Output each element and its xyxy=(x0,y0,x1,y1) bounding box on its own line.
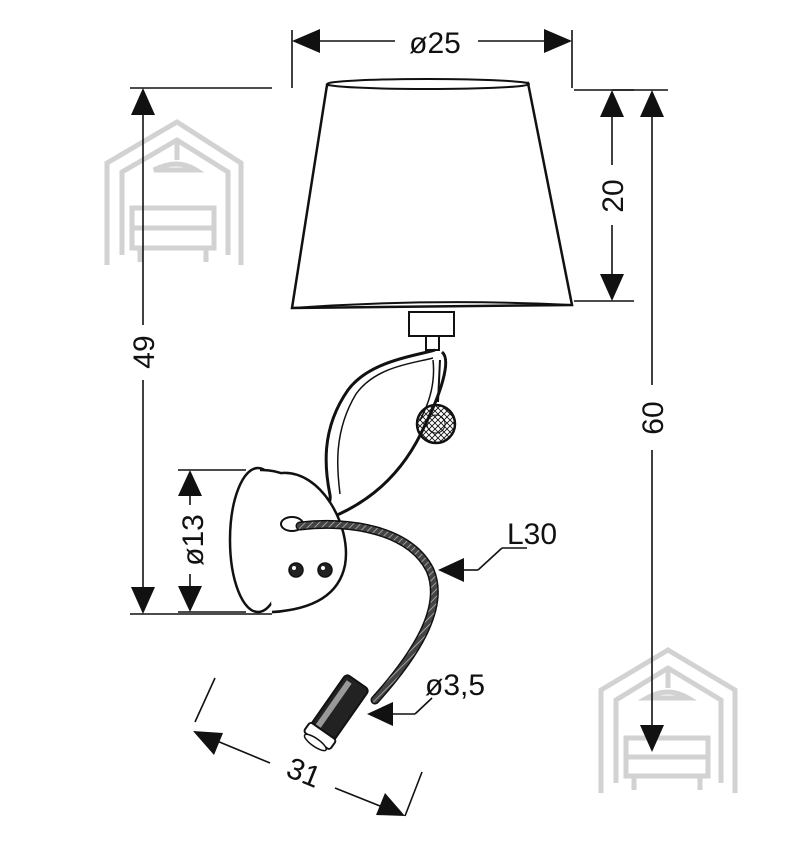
label-cable-length: L30 xyxy=(507,518,557,551)
lamp-shade xyxy=(290,78,574,310)
label-base-diameter: ø13 xyxy=(177,514,210,566)
led-spotlight-head xyxy=(303,674,369,752)
label-shade-height: 20 xyxy=(597,179,630,212)
label-spot-diameter: ø3,5 xyxy=(425,669,485,702)
label-body-height: 49 xyxy=(128,335,161,368)
label-shade-diameter: ø25 xyxy=(409,27,461,60)
label-total-height: 60 xyxy=(637,401,670,434)
label-reach: 31 xyxy=(282,752,325,795)
base-screw-left xyxy=(288,562,304,578)
base-screw-right xyxy=(317,562,333,578)
flexible-reading-arm xyxy=(295,519,439,705)
watermark-logo-bottom-right xyxy=(598,647,738,793)
crystal-ornament xyxy=(415,403,457,445)
lamp-socket xyxy=(408,311,455,351)
dimension-lines xyxy=(130,29,668,817)
watermark-logo-top-left xyxy=(104,119,244,265)
